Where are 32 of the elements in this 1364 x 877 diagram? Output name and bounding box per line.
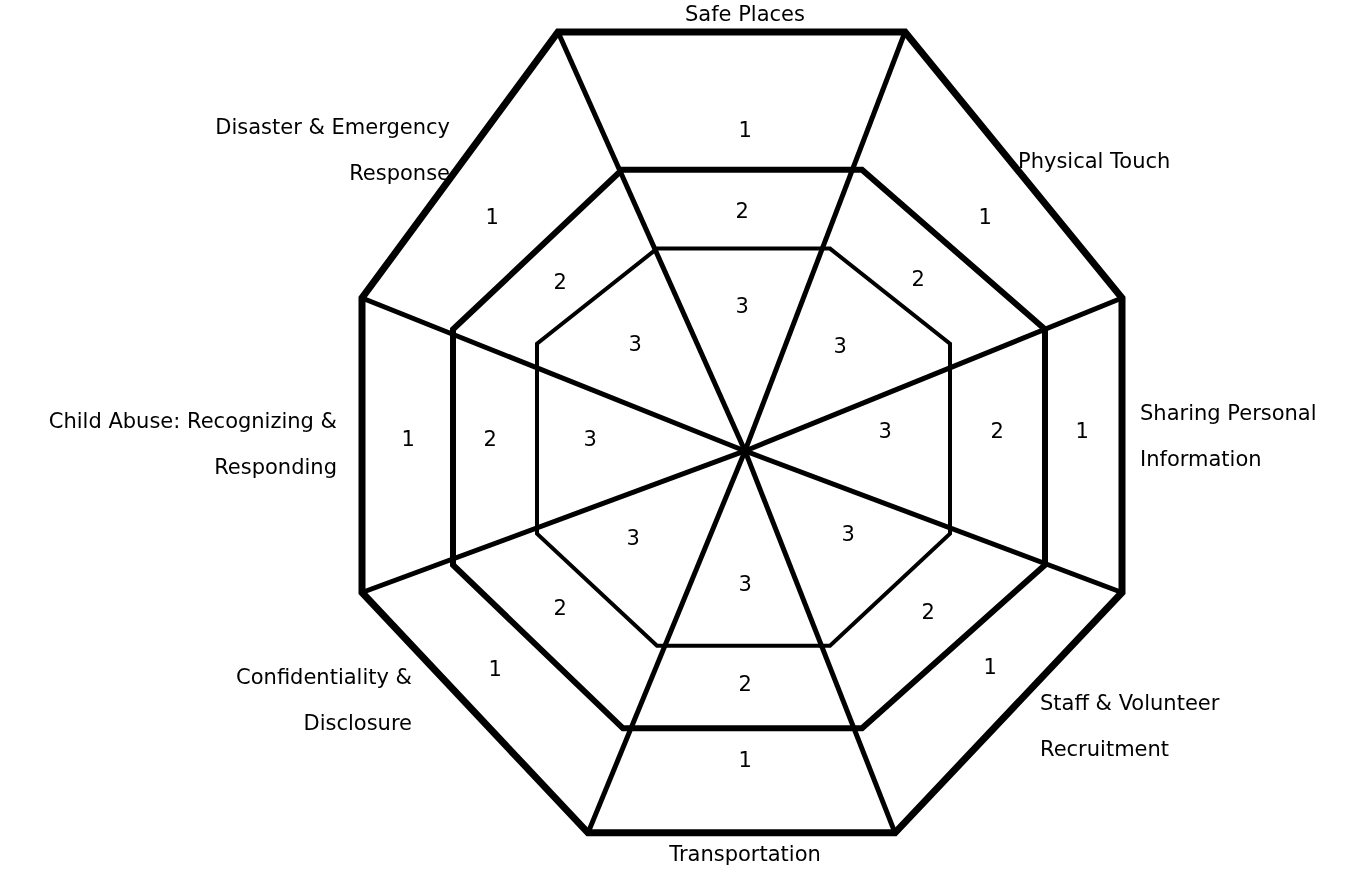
level-number: 1 [401, 425, 415, 453]
level-number: 3 [626, 525, 640, 553]
sector-label: Staff & Volunteer Recruitment [1040, 690, 1221, 763]
level-number: 1 [1075, 418, 1089, 445]
level-number: 1 [738, 116, 752, 144]
level-number: 3 [738, 570, 752, 598]
level-number: 3 [833, 332, 847, 360]
level-number: 1 [738, 746, 752, 774]
level-number: 3 [583, 425, 597, 453]
level-number: 3 [841, 520, 855, 548]
sector-label: Child Abuse: Recognizing & Responding [47, 408, 337, 481]
sector-label: Safe Places [684, 2, 806, 26]
level-number: 2 [483, 425, 497, 453]
sector-label: Sharing Personal Information [1140, 400, 1318, 473]
level-number: 2 [553, 594, 567, 622]
sector-label: Confidentiality & Disclosure [235, 664, 412, 737]
level-number: 2 [738, 670, 752, 698]
level-number: 3 [628, 330, 642, 358]
sector-label: Transportation [668, 842, 822, 866]
sector-label: Physical Touch [1018, 148, 1172, 175]
level-number: 2 [990, 418, 1004, 445]
level-number: 3 [878, 418, 892, 445]
level-number: 3 [735, 292, 749, 320]
level-number: 1 [983, 653, 997, 681]
sector-label: Disaster & Emergency Response [214, 114, 450, 187]
level-number: 2 [735, 197, 749, 225]
level-number: 2 [911, 266, 925, 293]
level-number: 1 [485, 204, 499, 232]
level-number: 1 [488, 656, 502, 684]
level-number: 2 [921, 598, 935, 626]
level-number: 1 [978, 204, 992, 232]
level-number: 2 [553, 268, 567, 296]
